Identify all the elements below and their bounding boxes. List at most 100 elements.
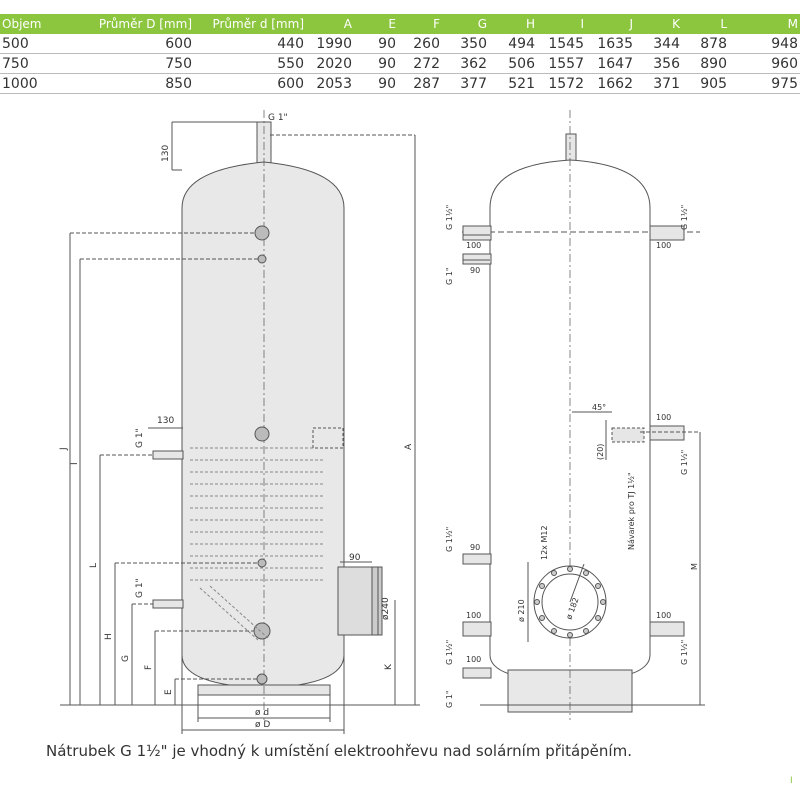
col-header: I (537, 14, 586, 34)
table-cell: 90 (354, 73, 398, 94)
label-130-side: 130 (157, 416, 174, 426)
table-cell: 750 (0, 53, 46, 74)
label-thread-g1-lower: G 1" (135, 578, 145, 598)
label-dia-240: ø240 (381, 597, 391, 620)
table-cell: 260 (398, 34, 442, 54)
table-cell: 494 (489, 34, 537, 54)
table-cell: 1635 (586, 34, 635, 54)
table-cell: 1572 (537, 73, 586, 94)
side-nozzle (462, 225, 492, 241)
col-header: Průměr D [mm] (46, 14, 194, 34)
label-100-c: 100 (656, 413, 671, 422)
label-thread-g15-rmid: G 1½" (680, 450, 689, 475)
table-cell: 90 (354, 34, 398, 54)
label-thread-g15-tr: G 1½" (680, 205, 689, 230)
label-thread-g15-br: G 1½" (680, 640, 689, 665)
table-cell: 287 (398, 73, 442, 94)
table-cell: 2020 (306, 53, 354, 74)
side-nozzle (462, 553, 492, 565)
nozzle-circle (254, 426, 270, 442)
col-header: E (354, 14, 398, 34)
side-nozzle (152, 450, 184, 460)
label-thread-g15-tl: G 1½" (445, 205, 454, 230)
label-90-a: 90 (470, 266, 480, 275)
table-cell: 948 (729, 34, 800, 54)
table-cell: 362 (442, 53, 489, 74)
label-E: E (164, 689, 174, 695)
table-cell: 960 (729, 53, 800, 74)
table-cell: 1647 (586, 53, 635, 74)
label-weld: Návarek pro TJ 1½" (627, 472, 636, 550)
side-nozzle (649, 425, 685, 441)
col-header: M (729, 14, 800, 34)
col-header: F (398, 14, 442, 34)
label-thread-g1-bl: G 1" (445, 690, 454, 708)
label-dia-210: ø 210 (517, 599, 526, 622)
side-nozzle (152, 599, 184, 609)
nozzle-circle (257, 254, 267, 264)
left-labels: G 1" 130 130 G 1" G 1" 90 ø240 J I L H G… (59, 113, 414, 730)
table-cell: 350 (442, 34, 489, 54)
nozzle-circle (257, 558, 267, 568)
tank-drawing: G 1" 130 130 G 1" G 1" 90 ø240 J I L H G… (59, 110, 705, 734)
nozzle-circle (256, 673, 268, 685)
table-header-row: Objem [l] Průměr D [mm] Průměr d [mm] A … (0, 14, 800, 34)
label-thread-g15-bl: G 1½" (445, 640, 454, 665)
label-100-b: 100 (656, 241, 671, 250)
table-cell: 1557 (537, 53, 586, 74)
table-cell: 850 (46, 73, 194, 94)
table-cell: 521 (489, 73, 537, 94)
label-thread-top: G 1" (268, 113, 288, 123)
label-M: M (690, 563, 699, 570)
label-K: K (384, 663, 394, 670)
col-header: L (682, 14, 729, 34)
label-I: I (70, 462, 80, 465)
table-cell: 878 (682, 34, 729, 54)
side-nozzle (462, 667, 492, 679)
label-45: 45° (592, 403, 606, 412)
table-cell: 272 (398, 53, 442, 74)
table-cell: 506 (489, 53, 537, 74)
label-100-d: 100 (466, 611, 481, 620)
flange-inner (541, 573, 599, 631)
col-header: A (306, 14, 354, 34)
table-cell: 1990 (306, 34, 354, 54)
label-dia-d: ø d (255, 708, 269, 718)
col-header: G (442, 14, 489, 34)
nozzle-circle (254, 225, 270, 241)
table-cell: 600 (194, 73, 306, 94)
page-mark: I (790, 776, 793, 786)
side-nozzle (649, 225, 685, 241)
label-H: H (104, 633, 114, 640)
side-nozzle (462, 621, 492, 637)
table-cell: 344 (635, 34, 682, 54)
table-cell: 90 (354, 53, 398, 74)
col-header: J (586, 14, 635, 34)
table-cell: 371 (635, 73, 682, 94)
label-thread-g1-upper: G 1" (135, 428, 145, 448)
side-nozzle (649, 621, 685, 637)
col-header: H (489, 14, 537, 34)
label-L: L (89, 563, 99, 568)
caption: Nátrubek G 1½" je vhodný k umístění elek… (46, 742, 632, 760)
nozzle-circle (253, 622, 271, 640)
label-dia-D: ø D (255, 720, 270, 730)
table-cell: 356 (635, 53, 682, 74)
label-thread-g15-lmid: G 1½" (445, 527, 454, 552)
label-J: J (59, 447, 69, 451)
spec-table: Objem [l] Průměr D [mm] Průměr d [mm] A … (0, 14, 800, 94)
left-tank-view (60, 110, 420, 734)
table-cell: 500 (0, 34, 46, 54)
col-header: K (635, 14, 682, 34)
label-90: 90 (349, 553, 361, 563)
flange-bolts (534, 566, 606, 638)
table-cell: 377 (442, 73, 489, 94)
label-bolts: 12x M12 (540, 525, 549, 560)
table-cell: 890 (682, 53, 729, 74)
heat-exchanger-coil (190, 447, 325, 641)
label-100-e: 100 (656, 611, 671, 620)
